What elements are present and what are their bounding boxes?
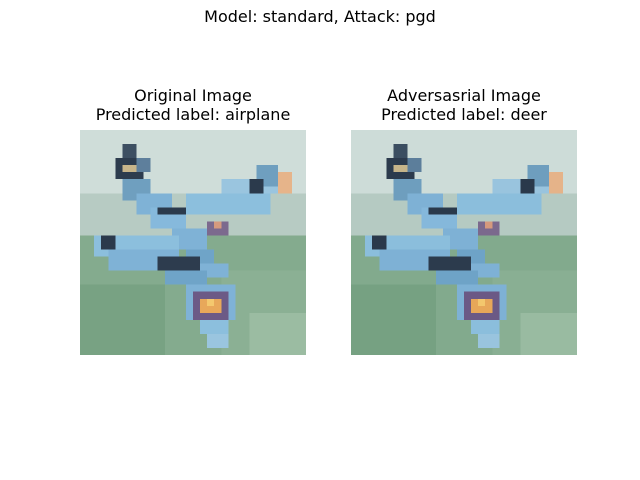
adversarial-image-heading: Adversasrial Image bbox=[387, 86, 541, 105]
original-image-heading: Original Image bbox=[134, 86, 252, 105]
original-image bbox=[80, 130, 306, 355]
original-image-title: Original Image Predicted label: airplane bbox=[43, 86, 343, 124]
original-predicted-label: Predicted label: airplane bbox=[95, 105, 291, 124]
adversarial-image-title: Adversasrial Image Predicted label: deer bbox=[314, 86, 614, 124]
figure-title: Model: standard, Attack: pgd bbox=[204, 7, 436, 26]
adversarial-airplane-picture bbox=[351, 130, 577, 355]
original-airplane-picture bbox=[80, 130, 306, 355]
adversarial-image bbox=[351, 130, 577, 355]
adversarial-predicted-label: Predicted label: deer bbox=[381, 105, 547, 124]
